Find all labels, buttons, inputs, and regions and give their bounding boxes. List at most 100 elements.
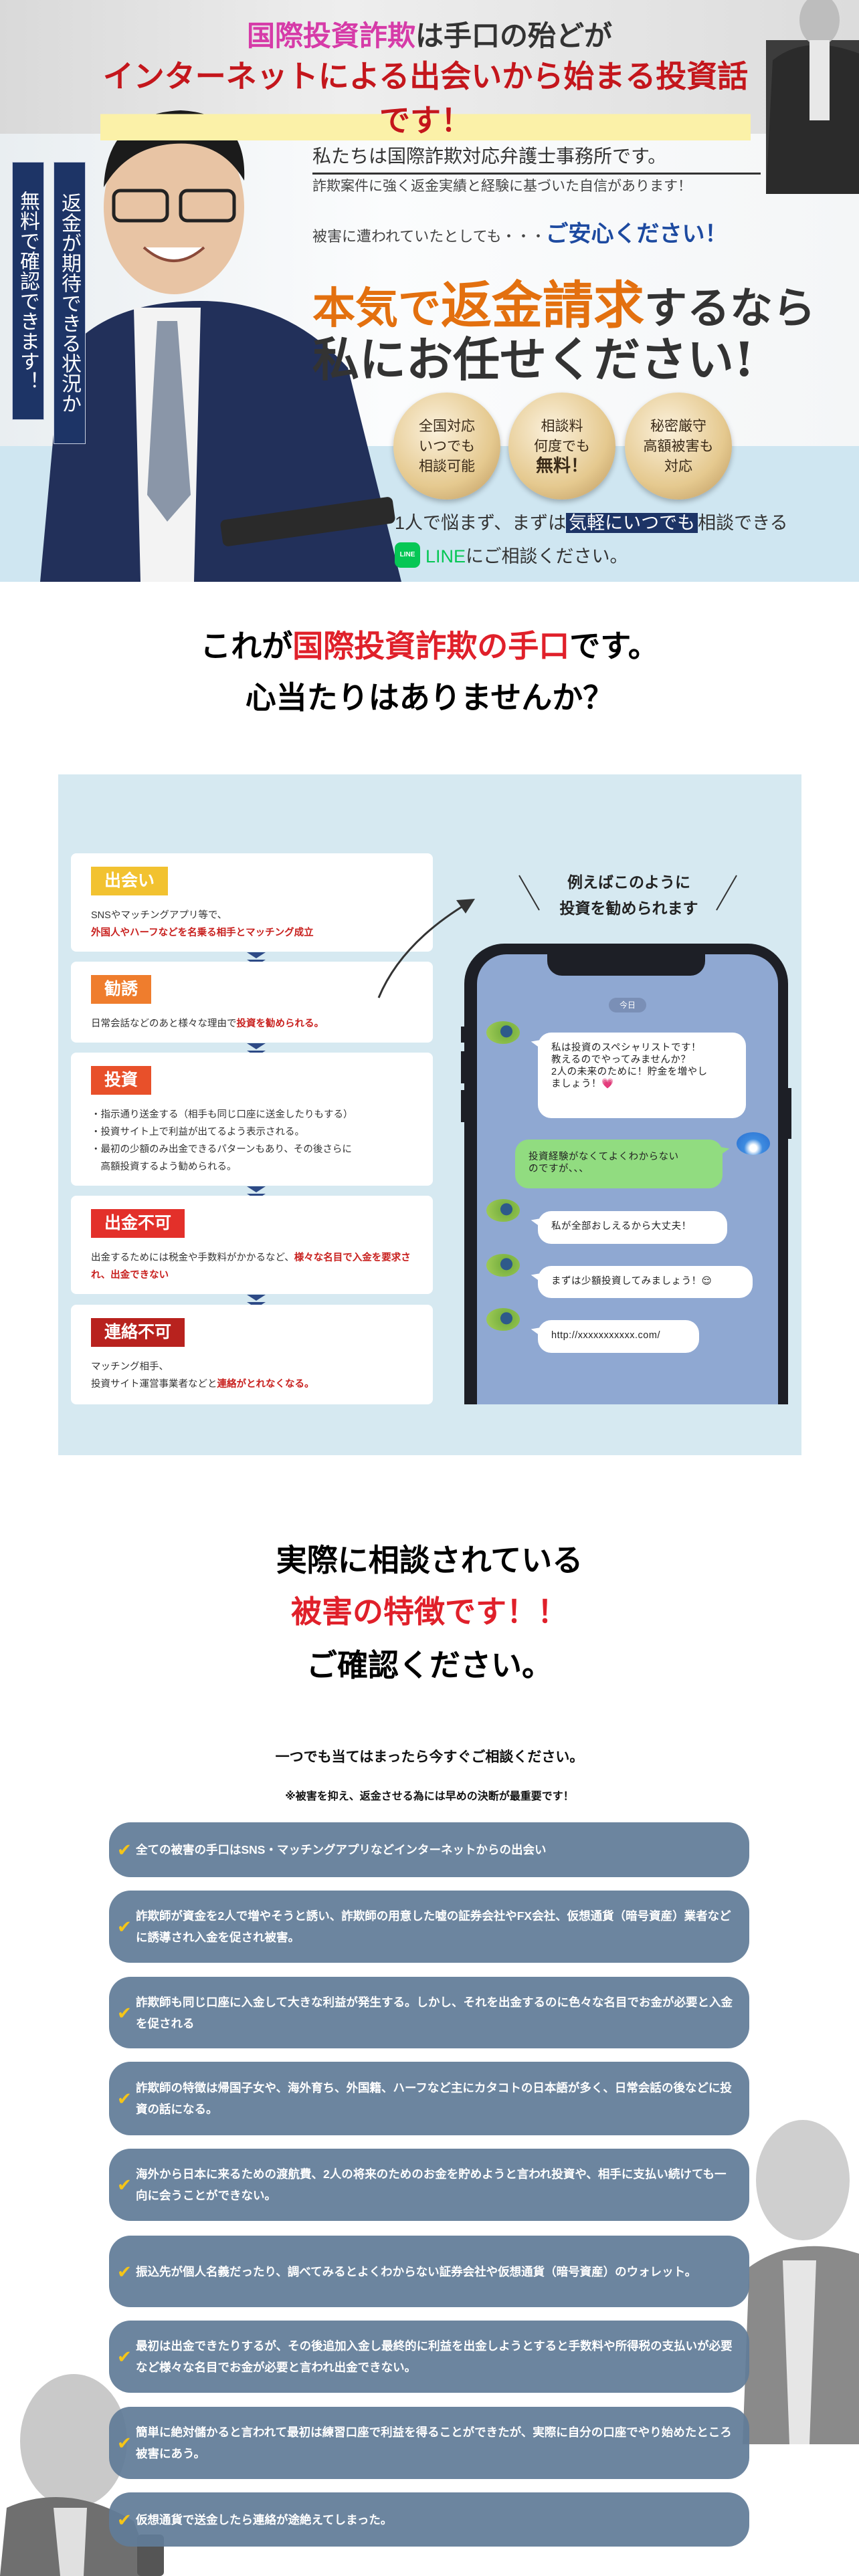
chat-bubble-scammer: まずは少額投資してみましょう！😌 <box>538 1266 753 1298</box>
cta-highlight: 気軽にいつでも <box>566 513 698 533</box>
feature-text: 仮想通貨で送金したら連絡が途絶えてしまった。 <box>136 2512 393 2527</box>
message-line: http://xxxxxxxxxxx.com/ <box>551 1330 660 1341</box>
vertical-label-refund: 返金が期待できる状況か <box>54 162 86 444</box>
firm-intro: 私たちは国際詐欺対応弁護士事務所です。 <box>312 142 761 175</box>
phone-button <box>461 1051 464 1083</box>
thinking-man-photo <box>766 0 859 194</box>
step-bullet: ・指示通り送金する（相手も同じ口座に送金したりもする） <box>91 1109 353 1120</box>
curved-arrow-icon <box>377 899 475 998</box>
cta-suffix: 相談できる <box>698 513 788 533</box>
feature-item: ✔仮想通貨で送金したら連絡が途絶えてしまった。 <box>109 2492 749 2547</box>
step-text: マッチング相手、投資サイト運営事業者などと連絡がとれなくなる。 <box>91 1358 425 1393</box>
line-cta-suffix: にご相談ください。 <box>466 546 628 566</box>
feature-item: ✔最初は出金できたりするが、その後追加入金し最終的に利益を出金しようとすると手数… <box>109 2321 749 2393</box>
scammer-avatar <box>486 1254 520 1277</box>
step-bullets: ・指示通り送金する（相手も同じ口座に送金したりもする） ・投資サイト上で利益が出… <box>91 1106 425 1176</box>
feature-item: ✔海外から日本に来るための渡航費、2人の将来のためのお金を貯めようと言われ投資や… <box>109 2149 749 2221</box>
message-line: ましょう！💗 <box>551 1079 614 1089</box>
check-icon: ✔ <box>117 2347 132 2367</box>
message-line: 2人の未来のために！貯金を増やし <box>551 1067 708 1077</box>
feature-item: ✔全ての被害の手口はSNS・マッチングアプリなどインターネットからの出会い <box>109 1822 749 1877</box>
user-avatar <box>737 1132 770 1155</box>
flow-step-meeting: 出会い SNSやマッチングアプリ等で、外国人やハーフなどを名乗る相手とマッチング… <box>71 853 433 952</box>
badge-line: 何度でも <box>534 438 590 454</box>
feature-item: ✔詐欺師も同じ口座に入金して大きな利益が発生する。しかし、それを出金するのに色々… <box>109 1977 749 2048</box>
chat-screen: 今日 私は投資のスペシャリストです！ 教えるのでやってみませんか？ 2人の未来の… <box>477 954 778 1404</box>
features-heading-line1: 実際に相談されている <box>276 1543 583 1578</box>
step-bullet: ・最初の少額のみ出金できるパターンもあり、その後さらに <box>91 1144 352 1155</box>
line-link[interactable]: LINE <box>425 546 466 566</box>
feature-text: 詐欺師の特徴は帰国子女や、海外育ち、外国籍、ハーフなど主にカタコトの日本語が多く… <box>136 2081 732 2116</box>
badge-line: 無料！ <box>535 456 588 476</box>
firm-confidence: 詐欺案件に強く返金実績と経験に基づいた自信があります！ <box>312 178 692 194</box>
heading-prefix: これが <box>200 629 293 663</box>
hero-banner: 国際投資詐欺は手口の殆どが インターネットによる出会いから始まる投資話です！ 返… <box>0 0 859 582</box>
badge-line: 高額被害も <box>643 438 714 454</box>
headline-highlight: 国際投資詐欺 <box>246 19 415 52</box>
caption-line: 投資を勧められます <box>559 899 698 917</box>
step-text: 出金するためには税金や手数料がかかるなど、様々な名目で入金を要求され、出金できな… <box>91 1249 425 1284</box>
urgency-note: ※被害を抑え、返金させる為には早めの決断が最重要です！ <box>285 1791 574 1802</box>
chat-bubble-scammer: 私が全部おしえるから大丈夫！ <box>538 1211 727 1244</box>
consult-prompt: 一つでも当てはまったら今すぐご相談ください。 <box>275 1749 584 1765</box>
chat-bubble-user: 投資経験がなくてよくわからない のですが、、、 <box>515 1140 723 1188</box>
badge-line: いつでも <box>419 438 475 454</box>
feature-item: ✔詐欺師の特徴は帰国子女や、海外育ち、外国籍、ハーフなど主にカタコトの日本語が多… <box>109 2062 749 2135</box>
step-label: 連絡不可 <box>91 1318 185 1347</box>
feature-text: 振込先が個人名義だったり、調べてみるとよくわからない証券会社や仮想通貨（暗号資産… <box>136 2264 697 2278</box>
methods-heading-line2: 心当たりはありませんか？ <box>245 680 614 715</box>
line-app-icon[interactable]: LINE <box>395 542 420 568</box>
step-label: 出金不可 <box>91 1209 185 1238</box>
reassurance-text: 被害に遭われていたとしても・・・ご安心ください！ <box>312 215 727 248</box>
reassurance-prefix: 被害に遭われていたとしても・・・ <box>312 229 546 245</box>
feature-item: ✔簡単に絶対儲かると言われて最初は練習口座で利益を得ることができたが、実際に自分… <box>109 2407 749 2479</box>
flow-step-no-withdrawal: 出金不可 出金するためには税金や手数料がかかるなど、様々な名目で入金を要求され、… <box>71 1196 433 1294</box>
check-icon: ✔ <box>117 1917 132 1937</box>
phone-notch <box>547 954 705 976</box>
catch-orange-b: 返金請求 <box>441 276 644 335</box>
message-line: 私は投資のスペシャリストです！ <box>551 1043 701 1053</box>
feature-text: 詐欺師が資金を2人で増やそうと誘い、詐欺師の用意した嘘の証券会社やFX会社、仮想… <box>136 1909 731 1944</box>
cta-prefix: 1人で悩まず、まずは <box>395 513 567 533</box>
catchcopy-line2: 私にお任せください! <box>312 332 755 387</box>
feature-text: 簡単に絶対儲かると言われて最初は練習口座で利益を得ることができたが、実際に自分の… <box>136 2426 732 2460</box>
check-icon: ✔ <box>117 2433 132 2453</box>
catchcopy-line1: 本気で返金請求するなら <box>312 264 816 338</box>
vertical-label-free: 無料で確認できます！ <box>12 162 44 420</box>
headline-rest: は手口の殆どが <box>415 19 613 52</box>
feature-text: 詐欺師も同じ口座に入金して大きな利益が発生する。しかし、それを出金するのに色々な… <box>136 1995 733 2030</box>
step-bullet: ・投資サイト上で利益が出てるよう表示される。 <box>91 1127 304 1138</box>
step-label: 投資 <box>91 1066 152 1095</box>
methods-heading-line1: これが国際投資詐欺の手口です。 <box>0 621 859 671</box>
message-line: 教えるのでやってみませんか？ <box>551 1055 691 1065</box>
phone-button <box>461 1090 464 1122</box>
step-bullet: 高額投資するよう勧められる。 <box>91 1162 237 1172</box>
phone-button <box>788 1088 791 1139</box>
example-caption: 例えばこのように投資を勧められます <box>535 869 723 922</box>
step-text-line: SNSやマッチングアプリ等で、 <box>91 910 227 921</box>
check-icon: ✔ <box>117 2002 132 2023</box>
badge-line: 全国対応 <box>419 418 475 434</box>
badge-line: 相談可能 <box>419 458 475 474</box>
message-line: 私が全部おしえるから大丈夫！ <box>551 1221 692 1232</box>
hero-headline-line2: インターネットによる出会いから始まる投資話です！ <box>100 52 751 140</box>
worried-man-photo-right <box>743 2120 859 2444</box>
line-cta[interactable]: LINE LINEにご相談ください。 <box>395 542 628 568</box>
check-icon: ✔ <box>117 2261 132 2282</box>
smartphone-mockup: 今日 私は投資のスペシャリストです！ 教えるのでやってみませんか？ 2人の未来の… <box>464 944 788 1404</box>
phone-button <box>461 1027 464 1043</box>
scammer-avatar <box>486 1199 520 1222</box>
flow-step-no-contact: 連絡不可 マッチング相手、投資サイト運営事業者などと連絡がとれなくなる。 <box>71 1305 433 1404</box>
step-label: 出会い <box>91 867 169 895</box>
flow-step-investment: 投資 ・指示通り送金する（相手も同じ口座に送金したりもする） ・投資サイト上で利… <box>71 1053 433 1186</box>
badge-line: 対応 <box>664 458 692 474</box>
feature-text: 最初は出金できたりするが、その後追加入金し最終的に利益を出金しようとすると手数料… <box>136 2339 733 2374</box>
chat-bubble-scammer: 私は投資のスペシャリストです！ 教えるのでやってみませんか？ 2人の未来のために… <box>538 1033 746 1118</box>
feature-text: 海外から日本に来るための渡航費、2人の将来のためのお金を貯めようと言われ投資や、… <box>136 2167 727 2202</box>
feature-text: 全ての被害の手口はSNS・マッチングアプリなどインターネットからの出会い <box>136 1843 547 1856</box>
date-pill: 今日 <box>609 998 646 1012</box>
step-text-emphasis: 投資を勧められる。 <box>236 1018 324 1029</box>
check-icon: ✔ <box>117 2088 132 2109</box>
catch-rest: するなら <box>644 284 816 334</box>
heading-suffix: です。 <box>569 629 659 663</box>
